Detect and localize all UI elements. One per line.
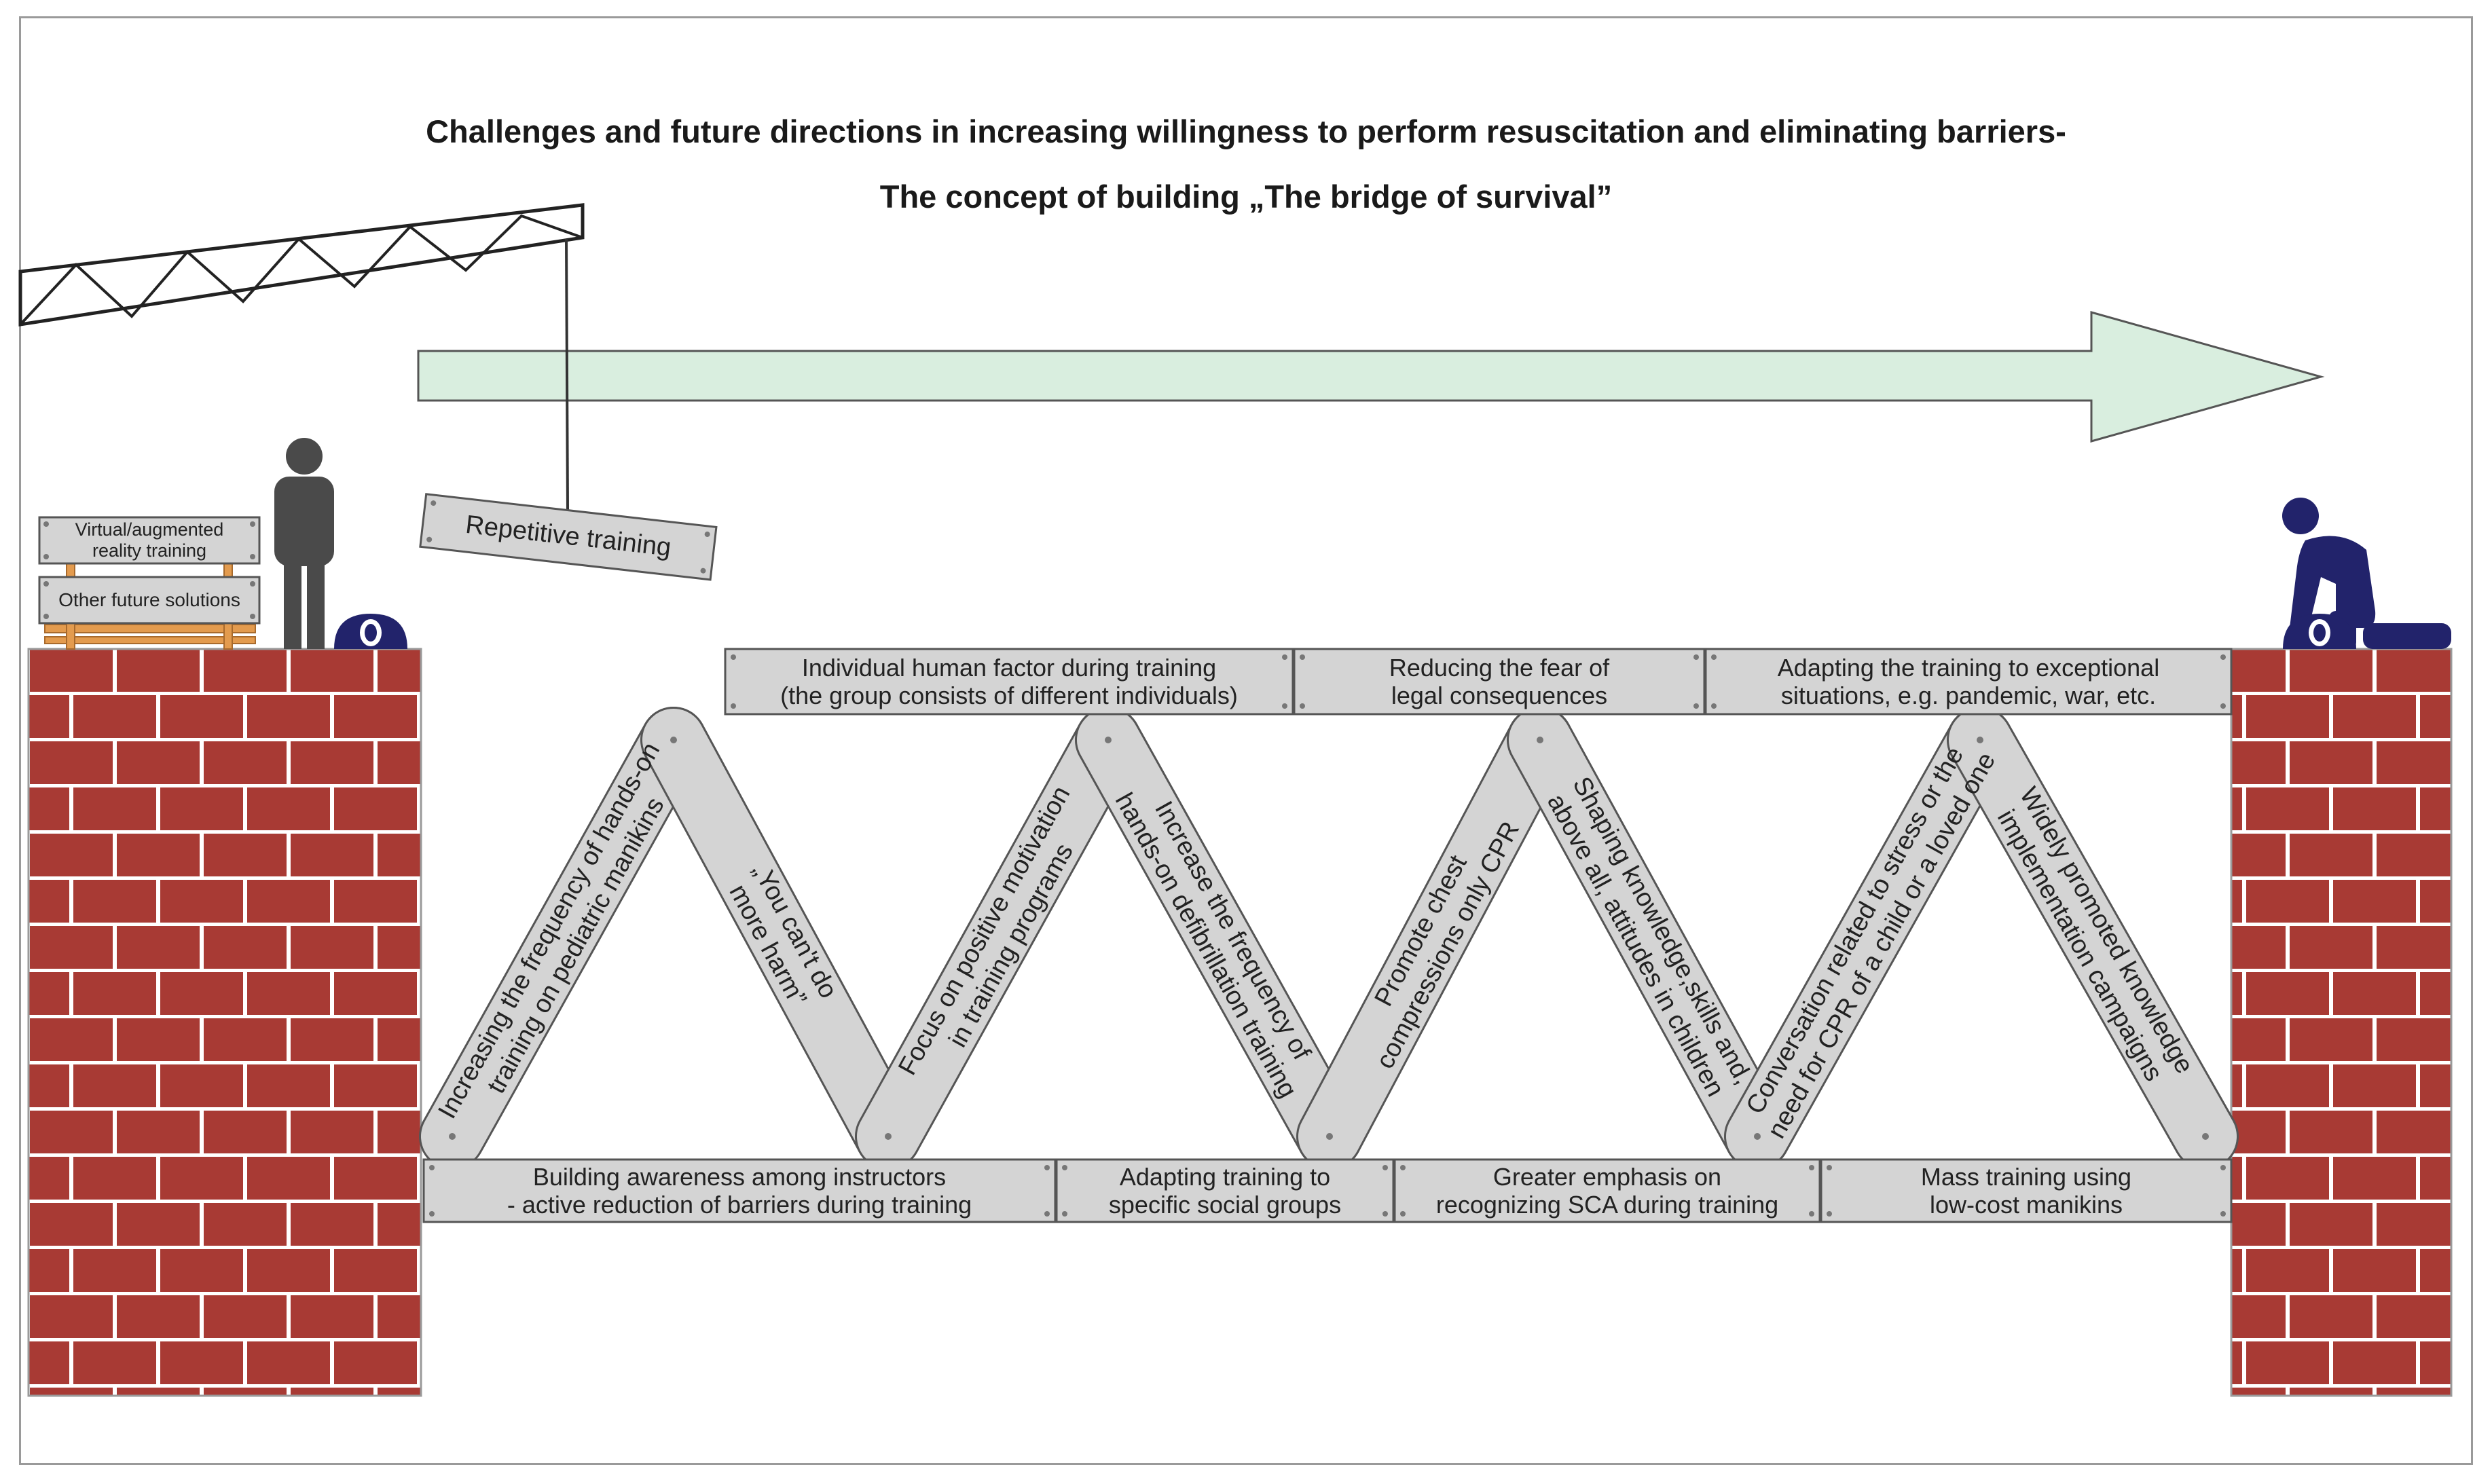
bottom-deck-label-2-line-2: specific social groups [1108, 1191, 1342, 1219]
bench-sign-top [38, 516, 261, 565]
top-deck-label-1-line-2: (the group consists of different individ… [780, 682, 1238, 709]
truss-diagonal [1947, 707, 2239, 1170]
bench-sign-top-line-2: reality training [92, 540, 207, 561]
bottom-deck [422, 1158, 2233, 1223]
bench-sign-bottom [38, 576, 261, 625]
bottom-deck-label-1-line-2: - active reduction of barriers during tr… [507, 1191, 972, 1219]
top-deck-label-3: Adapting the training to exceptional sit… [1706, 649, 2231, 714]
arrow-icon [417, 311, 2325, 443]
top-deck-label-2: Reducing the fear of legal consequences [1294, 649, 1704, 714]
diagram-title-line-1: Challenges and future directions in incr… [426, 113, 2066, 149]
bottom-deck-label-3-line-2: recognizing SCA during training [1435, 1191, 1779, 1219]
top-deck [724, 648, 2233, 716]
bench-sign-bottom-line: Other future solutions [58, 589, 240, 610]
diagram-title-line-2: The concept of building „The bridge of s… [879, 179, 1613, 215]
top-deck-label-1-line-1: Individual human factor during training [801, 653, 1217, 682]
bottom-deck-label-3: Greater emphasis on recognizing SCA duri… [1395, 1160, 1820, 1222]
bottom-deck-label-4-line-1: Mass training using [1920, 1162, 2132, 1191]
top-deck-label-2-line-2: legal consequences [1391, 682, 1608, 709]
crane-icon [18, 203, 585, 511]
diagram-frame [19, 16, 2473, 1465]
truss-diagonals [419, 707, 2239, 1170]
bench-sign-top-label: Virtual/augmented reality training [39, 517, 259, 563]
bottom-deck-label-1-line-1: Building awareness among instructors [532, 1162, 947, 1191]
standing-person-icon [274, 438, 334, 649]
bottom-deck-label-4-line-2: low-cost manikins [1929, 1191, 2123, 1219]
bench-sign-bottom-label: Other future solutions [39, 577, 259, 623]
brick-wall-icon [27, 648, 422, 1397]
bottom-deck-label-2-line-1: Adapting training to [1119, 1162, 1331, 1191]
top-deck-label-1: Individual human factor during training … [725, 649, 1293, 714]
top-deck-label-2-line-1: Reducing the fear of [1389, 653, 1610, 682]
crane-sign-board [419, 493, 718, 581]
manikin-icon [334, 614, 407, 649]
bottom-deck-label-1: Building awareness among instructors - a… [424, 1160, 1055, 1222]
bottom-deck-label-4: Mass training using low-cost manikins [1821, 1160, 2231, 1222]
top-deck-label-3-line-2: situations, e.g. pandemic, war, etc. [1780, 682, 2157, 709]
brick-wall-icon [2230, 648, 2453, 1397]
bottom-deck-label-2: Adapting training to specific social gro… [1057, 1160, 1393, 1222]
bottom-deck-label-3-line-1: Greater emphasis on [1492, 1162, 1722, 1191]
bench-sign-top-line-1: Virtual/augmented [75, 519, 224, 540]
top-deck-label-3-line-1: Adapting the training to exceptional [1777, 653, 2160, 682]
manikin-icon [2283, 614, 2356, 649]
